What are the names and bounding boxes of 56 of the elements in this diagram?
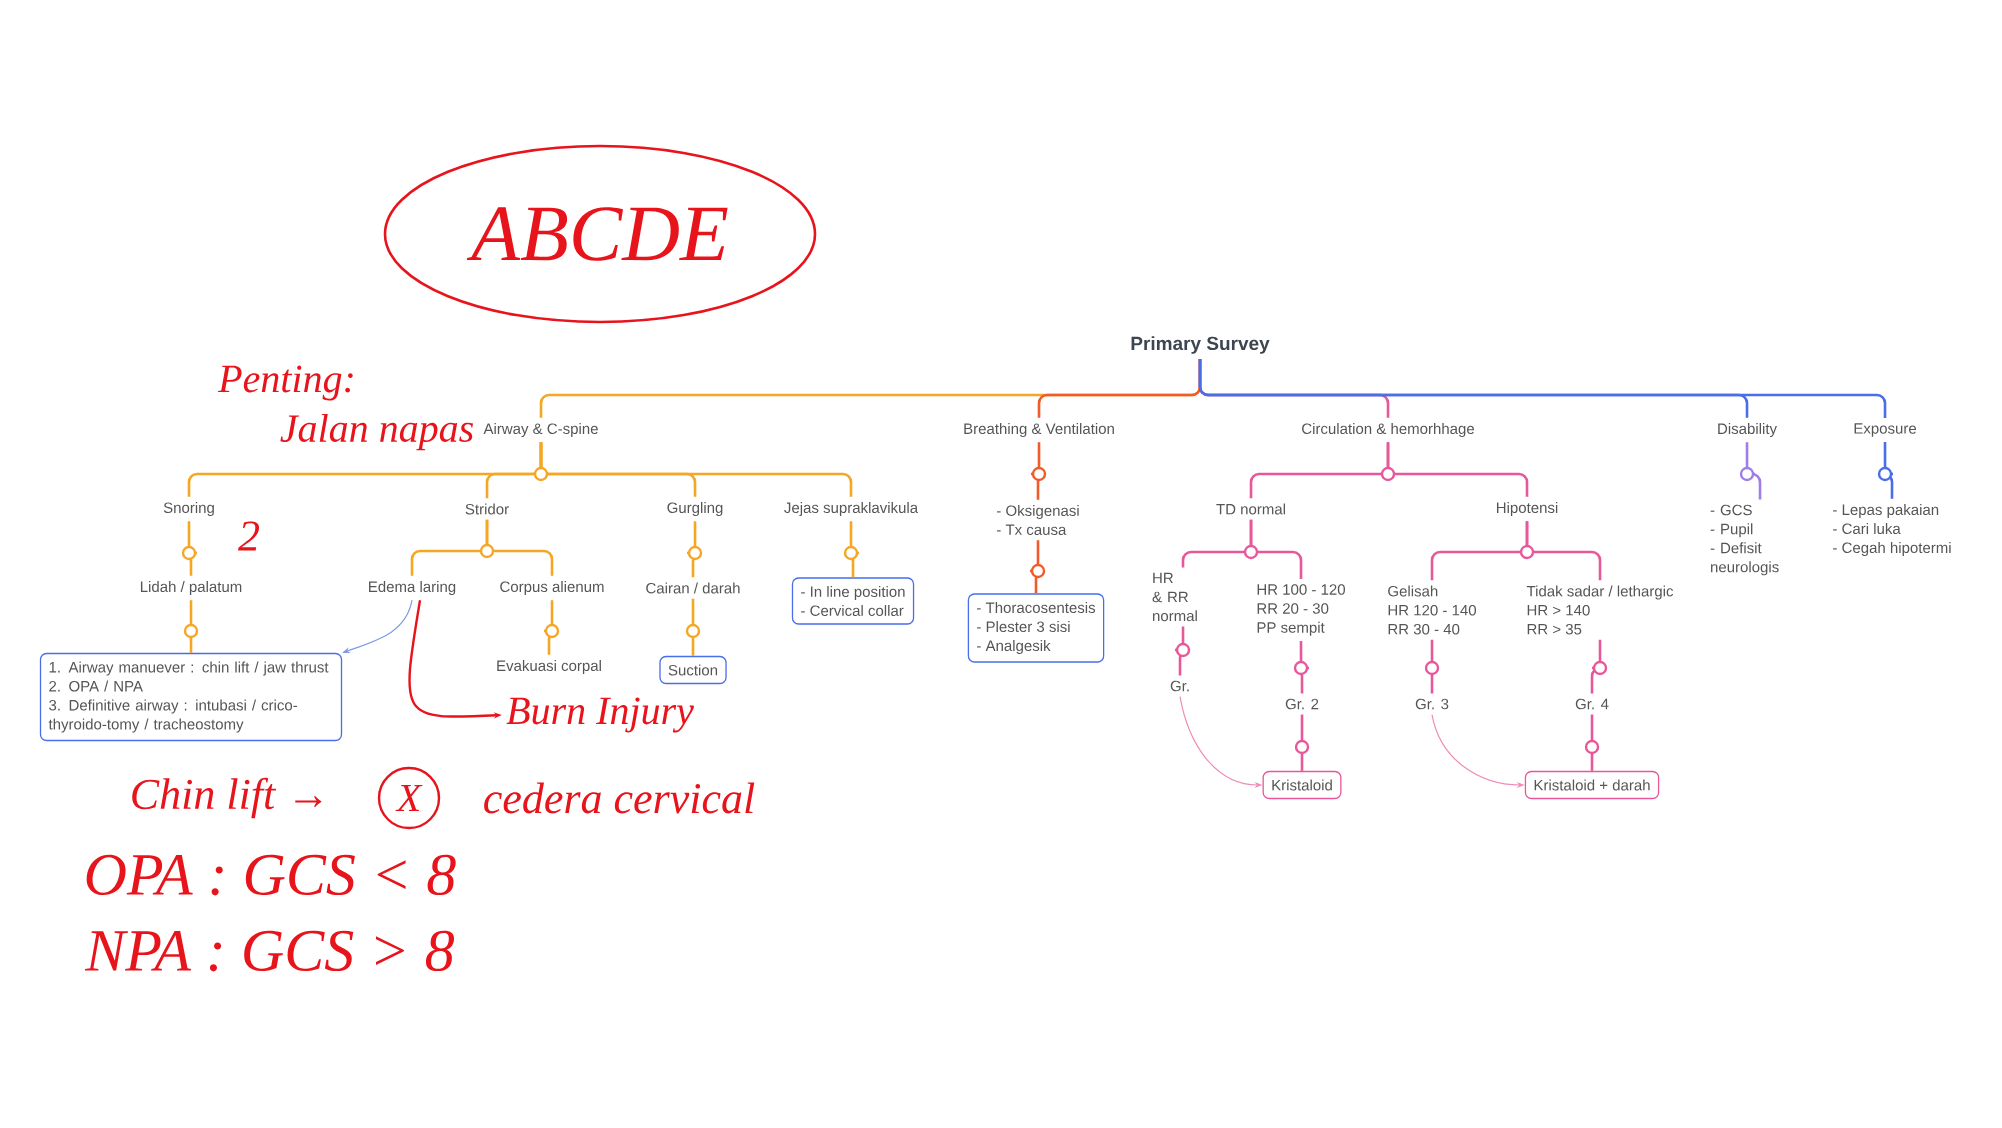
topic-text: Hipotensi: [1496, 502, 1558, 516]
branch-line: [1430, 639, 1434, 694]
branch-line: [1745, 442, 1762, 500]
topic-text: Exposure: [1854, 423, 1917, 437]
topic-text: Stridor: [465, 503, 509, 515]
topic-text: Snoring: [163, 502, 214, 516]
topic-box: 1. Airway manuever : chin lift / jaw thrust 2. OPA / NPA 3. Definitive airway : intubasi / crico-thyroido-tomy / tracheostomy: [39, 652, 343, 742]
handwritten-note: Jalan napas: [280, 413, 473, 451]
handwritten-note: OPA : GCS < 8: [86, 854, 456, 896]
topic-text: Evakuasi corpal: [497, 660, 601, 674]
topic-text: Disability: [1718, 423, 1777, 437]
handwritten-note: ABCDE: [466, 207, 728, 261]
topic-text: - Oksigenasi - Tx causa: [997, 505, 1079, 535]
branch-line: [485, 519, 554, 576]
topic-text: TD normal: [1216, 503, 1285, 515]
handwritten-note: Penting:: [217, 365, 353, 401]
branch-line: [539, 442, 853, 497]
handwritten-note: Burn Injury: [506, 697, 694, 733]
handwritten-note: X: [395, 784, 423, 812]
topic-text: Lidah / palatum: [140, 581, 242, 595]
branch-line: [1590, 714, 1594, 771]
topic-text: Gr. 4: [1575, 698, 1609, 710]
branch-line: [1300, 714, 1304, 771]
branch-line: [189, 600, 193, 653]
handwritten-note: 2: [238, 521, 260, 551]
branch-line: [1525, 521, 1602, 581]
topic-text: Gr. 3: [1415, 698, 1449, 710]
topic-box: Suction: [659, 655, 727, 685]
topic-text: Gr.: [1170, 680, 1189, 692]
topic-text: Jejas supraklavikula: [784, 502, 919, 516]
branch-line: [1590, 639, 1602, 694]
topic-text: Edema laring: [369, 581, 456, 595]
topic-text: Gurgling: [667, 502, 723, 516]
topic-text: HR 100 - 120 RR 20 - 30 PP sempit: [1257, 584, 1345, 636]
topic-text: Tidak sadar / lethargic HR > 140 RR > 35: [1526, 585, 1674, 635]
branch-line: [1386, 442, 1529, 497]
topic-box: - Thoracosentesis - Plester 3 sisi - Analgesik: [967, 593, 1105, 663]
root-heading: Primary Survey: [1131, 336, 1270, 354]
topic-box: Kristaloid: [1262, 770, 1342, 800]
topic-text: Gr. 2: [1285, 698, 1319, 710]
topic-text: Circulation & hemorhhage: [1302, 423, 1474, 437]
topic-text: Airway & C-spine: [483, 423, 598, 437]
branch-line: [1198, 359, 1887, 419]
branch-line: [691, 598, 695, 656]
handwritten-note: NPA : GCS > 8: [84, 930, 455, 972]
topic-box: Kristaloid + darah: [1524, 770, 1660, 800]
topic-text: - GCS - Pupil - Defisit neurologis: [1710, 504, 1779, 576]
topic-box: - In line position - Cervical collar: [791, 577, 915, 625]
handwritten-note: cedera cervical: [484, 782, 755, 814]
topic-text: Cairan / darah: [646, 582, 740, 594]
topic-text: - Lepas pakaian - Cari luka - Cegah hipotermi: [1833, 504, 1951, 556]
topic-text: HR & RR normal: [1152, 572, 1197, 622]
topic-text: Gelisah HR 120 - 140 RR 30 - 40: [1388, 585, 1476, 635]
topic-text: Corpus alienum: [500, 581, 604, 595]
branch-line: [1882, 441, 1895, 499]
topic-text: Breathing & Ventilation: [964, 423, 1114, 437]
